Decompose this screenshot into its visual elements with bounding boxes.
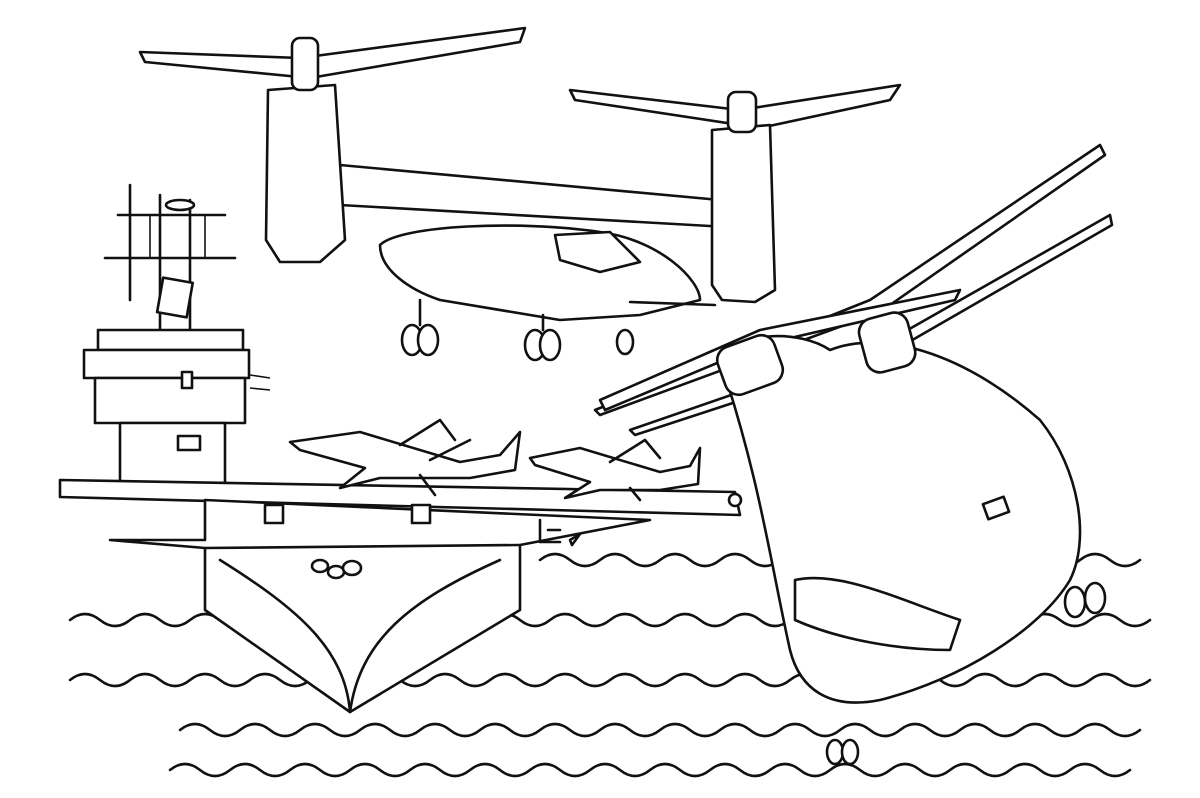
fuselage	[378, 224, 702, 322]
left-nacelle	[264, 83, 347, 264]
rotor-blade-3	[598, 288, 962, 412]
carrier-mast	[103, 183, 237, 332]
wing	[338, 163, 747, 230]
carrier-island	[82, 328, 271, 485]
left-rotor-blades	[138, 26, 527, 80]
right-nacelle	[710, 123, 777, 304]
carrier-deck	[58, 478, 743, 517]
wave-line	[68, 672, 1152, 688]
tandem-rotor-helicopter	[593, 143, 1114, 766]
wave-line	[178, 722, 1142, 738]
rotor-blade-1	[593, 143, 1107, 417]
helicopter-window	[793, 576, 962, 652]
tiltrotor-aircraft	[138, 26, 902, 362]
landing-gear	[400, 298, 635, 362]
jet-fighter-1	[288, 418, 522, 497]
jet-fighter-2	[528, 438, 702, 502]
wave-line	[168, 762, 1132, 778]
aircraft-carrier	[58, 183, 743, 714]
cockpit	[553, 230, 642, 274]
carrier-hull	[108, 498, 652, 714]
